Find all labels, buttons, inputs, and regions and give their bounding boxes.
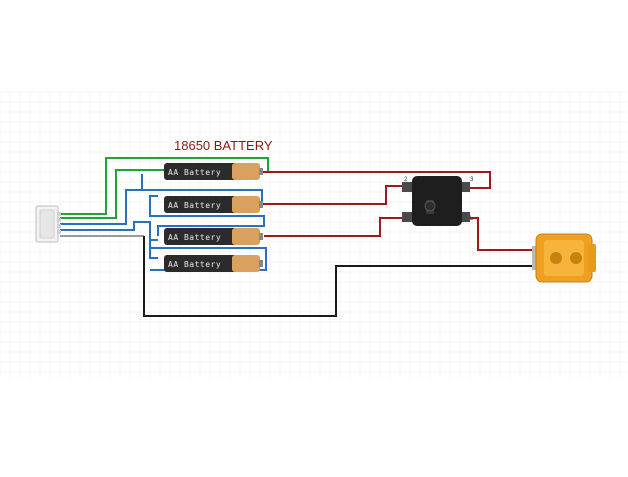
battery-cell-2: AA Battery (164, 196, 263, 213)
balance-connector-icon (35, 205, 61, 243)
power-switch-icon: 2 3 1 L (402, 176, 474, 226)
switch-pin-2: 2 (404, 177, 408, 183)
battery-pack: AA Battery AA Battery AA Battery AA Batt… (164, 163, 263, 272)
switch-pin-1: 1 (404, 216, 408, 222)
negative-wire (143, 236, 546, 317)
xt60-connector-icon (532, 233, 596, 283)
red-wire-4 (462, 217, 546, 251)
switch-pin-3: 3 (470, 177, 474, 183)
diagram-title: 18650 BATTERY (174, 138, 273, 153)
battery-cell-1: AA Battery (164, 163, 263, 180)
balance-wire-blue-1 (60, 189, 263, 225)
battery-cell-4: AA Battery (164, 255, 263, 272)
balance-wire-blue-2 (60, 221, 267, 271)
battery-label-3: AA Battery (168, 233, 221, 242)
battery-label-2: AA Battery (168, 201, 221, 210)
battery-label-4: AA Battery (168, 260, 221, 269)
balance-wires (60, 157, 269, 271)
balance-wire-green-1 (60, 157, 269, 215)
red-wire-1 (262, 171, 491, 189)
red-wire-2 (262, 185, 410, 205)
red-wire-3 (264, 217, 410, 237)
balance-wire-blue-5 (149, 239, 158, 259)
balance-wire-green-2 (60, 169, 164, 219)
battery-cell-3: AA Battery (164, 228, 263, 245)
balance-wire-blue-4 (149, 195, 265, 236)
battery-label-1: AA Battery (168, 168, 221, 177)
switch-pin-L: L (470, 216, 474, 222)
